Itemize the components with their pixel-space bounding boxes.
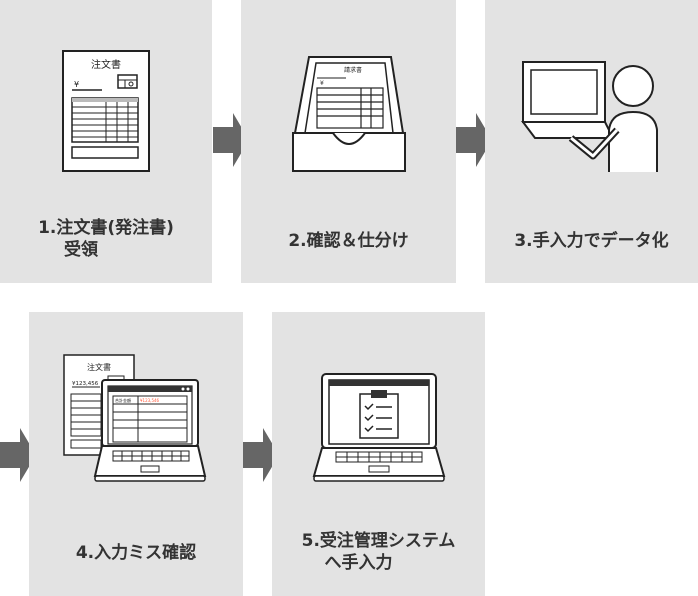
doc-yen: ¥ [74, 80, 79, 89]
doc-title: 請求書 [344, 66, 362, 74]
doc-title: 注文書 [87, 362, 111, 372]
step-5-panel: 5.受注管理システム へ手入力 [272, 312, 485, 596]
arrow-right-icon [0, 428, 36, 482]
arrow-right-icon [456, 113, 492, 167]
step-2-label: 2.確認＆仕分け [288, 231, 409, 251]
step-1-panel: 注文書 ¥ 1.注文書(発注書) 受領 [0, 0, 212, 283]
step-3-panel: 3.手入力でデータ化 [485, 0, 698, 283]
arrow-right-icon [213, 113, 249, 167]
arrow-right-icon [243, 428, 279, 482]
document-and-laptop-icon: 注文書 ¥123,456 合計金額 ¥123,546 [63, 354, 207, 482]
order-document-icon: 注文書 ¥ [62, 50, 150, 172]
step-4-panel: 注文書 ¥123,456 合計金額 ¥123,546 4.入力ミス確認 [29, 312, 243, 596]
doc-title: 注文書 [91, 58, 121, 71]
doc-yen: ¥ [320, 80, 324, 87]
screen-field-label: 合計金額 [115, 397, 131, 403]
step-5-label: 5.受注管理システム へ手入力 [301, 531, 456, 573]
doc-yen: ¥123,456 [72, 381, 99, 387]
person-at-computer-icon [521, 61, 658, 172]
document-tray-icon: 請求書 ¥ [292, 56, 406, 172]
step-3-label: 3.手入力でデータ化 [514, 231, 669, 251]
step-1-label: 1.注文書(発注書) 受領 [38, 218, 174, 260]
laptop-checklist-icon [312, 373, 446, 482]
step-2-panel: 請求書 ¥ 2.確認＆仕分け [241, 0, 456, 283]
screen-field-value: ¥123,546 [140, 398, 160, 403]
step-4-label: 4.入力ミス確認 [75, 543, 197, 563]
